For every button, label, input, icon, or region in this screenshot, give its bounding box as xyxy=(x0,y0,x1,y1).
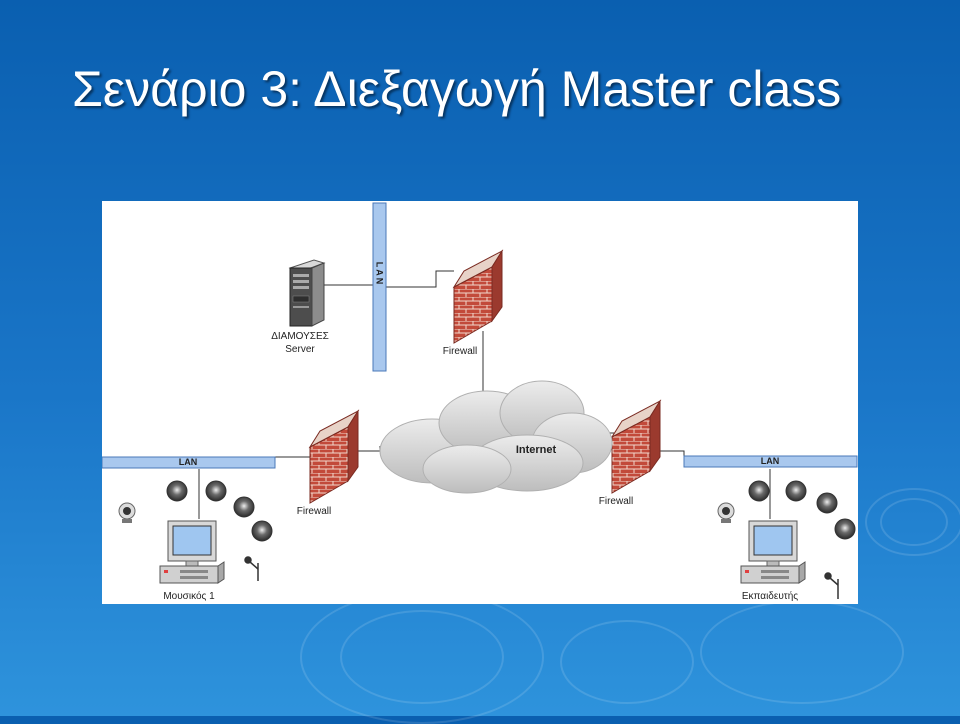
speakers-left xyxy=(166,480,273,542)
network-diagram: LAN LAN LAN ΔΙΑΜΟΥΣΕΣ Server xyxy=(102,201,858,604)
firewall-left-label: Firewall xyxy=(297,506,331,517)
speaker-icon xyxy=(233,496,255,518)
svg-text:LAN: LAN xyxy=(761,456,780,466)
speaker-icon xyxy=(816,492,838,514)
speaker-icon xyxy=(834,518,856,540)
webcam-left-icon xyxy=(118,502,136,523)
slide-title: Σενάριο 3: Διεξαγωγή Master class xyxy=(72,61,842,117)
lan-segment-top: LAN xyxy=(372,202,387,372)
microphone-left-icon xyxy=(244,556,259,581)
speaker-icon xyxy=(251,520,273,542)
firewall-top-label: Firewall xyxy=(443,346,477,357)
lan-segment-left: LAN xyxy=(102,456,276,469)
speaker-icon xyxy=(205,480,227,502)
internet-cloud-icon xyxy=(379,380,613,494)
lan-segment-right: LAN xyxy=(683,455,858,468)
workstation-right-icon xyxy=(740,520,806,584)
server-role: Server xyxy=(285,344,315,355)
speaker-icon xyxy=(748,480,770,502)
webcam-right-icon xyxy=(717,502,735,523)
svg-text:LAN: LAN xyxy=(375,262,385,287)
server-name: ΔΙΑΜΟΥΣΕΣ xyxy=(271,331,329,342)
speaker-icon xyxy=(785,480,807,502)
speakers-right xyxy=(748,480,856,540)
firewall-top-icon xyxy=(452,249,504,344)
svg-text:LAN: LAN xyxy=(179,457,198,467)
station-left-label: Μουσικός 1 xyxy=(163,590,215,602)
firewall-right-icon xyxy=(610,399,662,494)
workstation-left-icon xyxy=(159,520,225,584)
microphone-right-icon xyxy=(824,572,839,599)
speaker-icon xyxy=(166,480,188,502)
internet-label: Internet xyxy=(516,444,557,456)
server-icon xyxy=(288,259,326,327)
firewall-right-label: Firewall xyxy=(599,496,633,507)
firewall-left-icon xyxy=(308,409,360,504)
station-right-label: Εκπαιδευτής xyxy=(742,590,798,602)
